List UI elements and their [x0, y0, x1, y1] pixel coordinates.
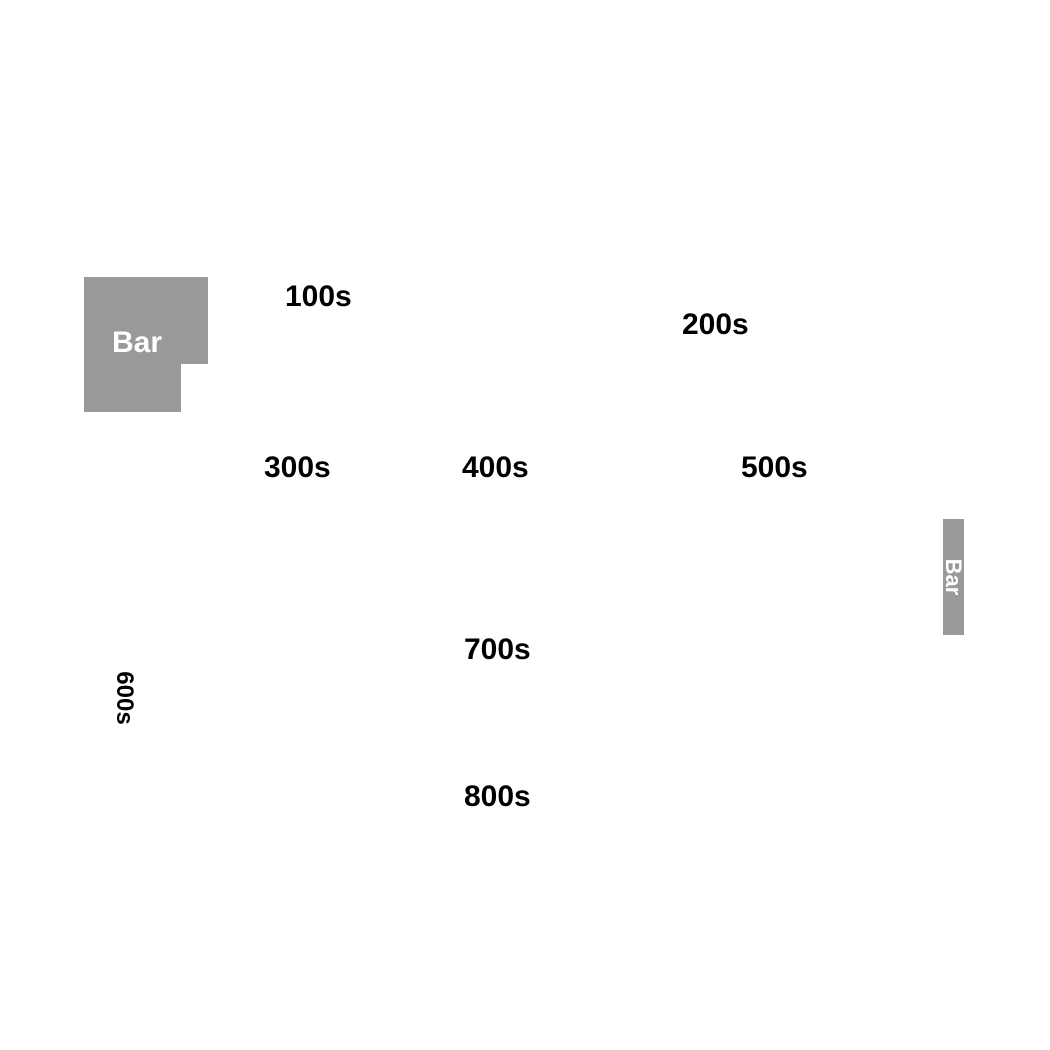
section-700s[interactable]: 700s — [464, 633, 531, 666]
bar-area-left-upper[interactable] — [84, 277, 208, 364]
section-200s[interactable]: 200s — [682, 308, 749, 341]
section-400s[interactable]: 400s — [462, 451, 529, 484]
section-800s[interactable]: 800s — [464, 780, 531, 813]
bar-area-left-lower[interactable] — [84, 364, 181, 412]
section-600s[interactable]: 600s — [111, 671, 138, 725]
bar-label-right: Bar — [941, 558, 966, 596]
section-500s[interactable]: 500s — [741, 451, 808, 484]
bar-area-right-strip[interactable] — [943, 519, 964, 635]
section-300s[interactable]: 300s — [264, 451, 331, 484]
bar-label-left: Bar — [112, 326, 163, 359]
section-100s[interactable]: 100s — [285, 280, 352, 313]
